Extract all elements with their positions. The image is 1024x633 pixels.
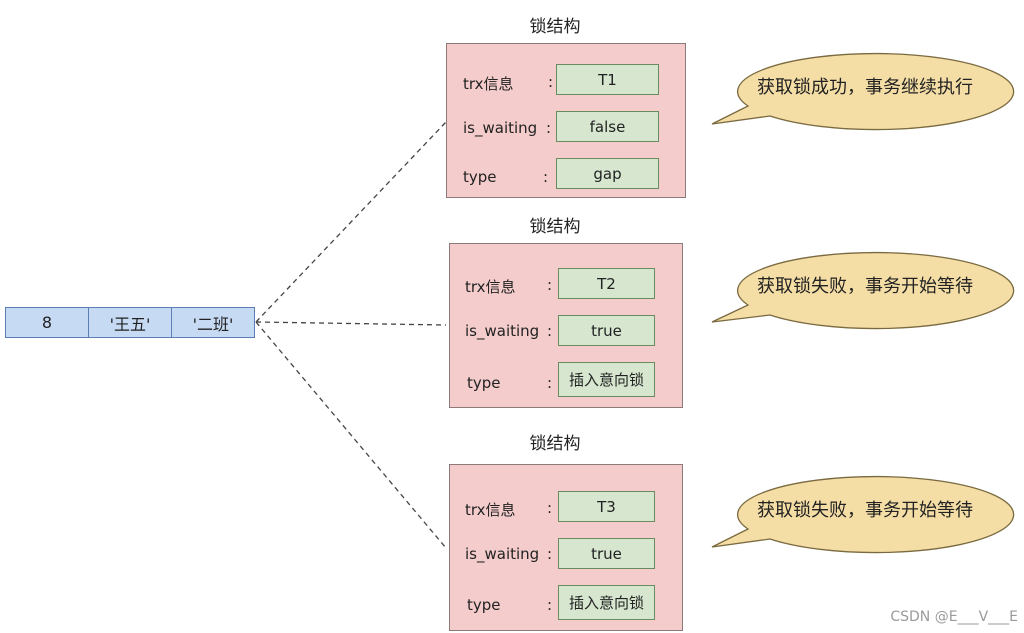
lock-1-waiting-colon: :	[546, 119, 552, 137]
lock-title-1: 锁结构	[529, 17, 581, 37]
lock-1-trx-value: T1	[556, 64, 659, 95]
lock-structure-2: trx信息 : T2 is_waiting : true type : 插入意向…	[449, 243, 683, 408]
lock-2-waiting-value: true	[558, 315, 655, 346]
connector-line-2	[255, 321, 447, 326]
connector-line-1	[255, 121, 447, 323]
watermark: CSDN @E___V___E	[890, 609, 1018, 625]
lock-3-waiting-value: true	[558, 538, 655, 569]
speech-bubble-1	[711, 52, 1015, 131]
record-cell-name: '王五'	[89, 308, 172, 337]
lock-2-type-label: type	[467, 374, 501, 392]
connector-line-3	[255, 321, 447, 549]
lock-3-trx-label: trx信息	[465, 501, 516, 519]
lock-1-type-colon: :	[543, 168, 549, 186]
lock-1-waiting-value: false	[556, 111, 659, 142]
speech-bubble-2	[711, 251, 1015, 330]
lock-3-type-label: type	[467, 596, 501, 614]
record-cell-class: '二班'	[192, 314, 234, 334]
lock-structure-3: trx信息 : T3 is_waiting : true type : 插入意向…	[449, 464, 683, 631]
lock-2-waiting-colon: :	[547, 322, 553, 340]
lock-3-waiting-label: is_waiting	[465, 545, 540, 563]
lock-title-3: 锁结构	[529, 434, 581, 454]
lock-3-trx-colon: :	[547, 499, 553, 517]
lock-title-2: 锁结构	[529, 217, 581, 237]
lock-1-trx-label: trx信息	[463, 75, 514, 93]
lock-1-type-value: gap	[556, 158, 659, 189]
lock-3-trx-value: T3	[558, 491, 655, 522]
lock-2-trx-value: T2	[558, 268, 655, 299]
lock-3-type-colon: :	[547, 596, 553, 614]
record-cell-id: 8	[6, 308, 89, 337]
lock-2-waiting-label: is_waiting	[465, 322, 540, 340]
lock-3-waiting-colon: :	[547, 545, 553, 563]
lock-1-waiting-label: is_waiting	[463, 119, 538, 137]
lock-2-trx-label: trx信息	[465, 278, 516, 296]
speech-bubble-3	[711, 475, 1015, 554]
lock-2-trx-colon: :	[547, 276, 553, 294]
lock-1-trx-colon: :	[548, 73, 554, 91]
record-row: 8 '王五' '二班'	[5, 307, 255, 338]
lock-structure-1: trx信息 : T1 is_waiting : false type : gap	[446, 43, 686, 198]
lock-1-type-label: type	[463, 168, 497, 186]
bubble-text-2: 获取锁失败，事务开始等待	[757, 276, 973, 297]
lock-3-type-value: 插入意向锁	[558, 585, 655, 620]
lock-2-type-value: 插入意向锁	[558, 362, 655, 397]
bubble-text-3: 获取锁失败，事务开始等待	[757, 500, 973, 521]
lock-2-type-colon: :	[547, 374, 553, 392]
bubble-text-1: 获取锁成功，事务继续执行	[757, 77, 973, 98]
